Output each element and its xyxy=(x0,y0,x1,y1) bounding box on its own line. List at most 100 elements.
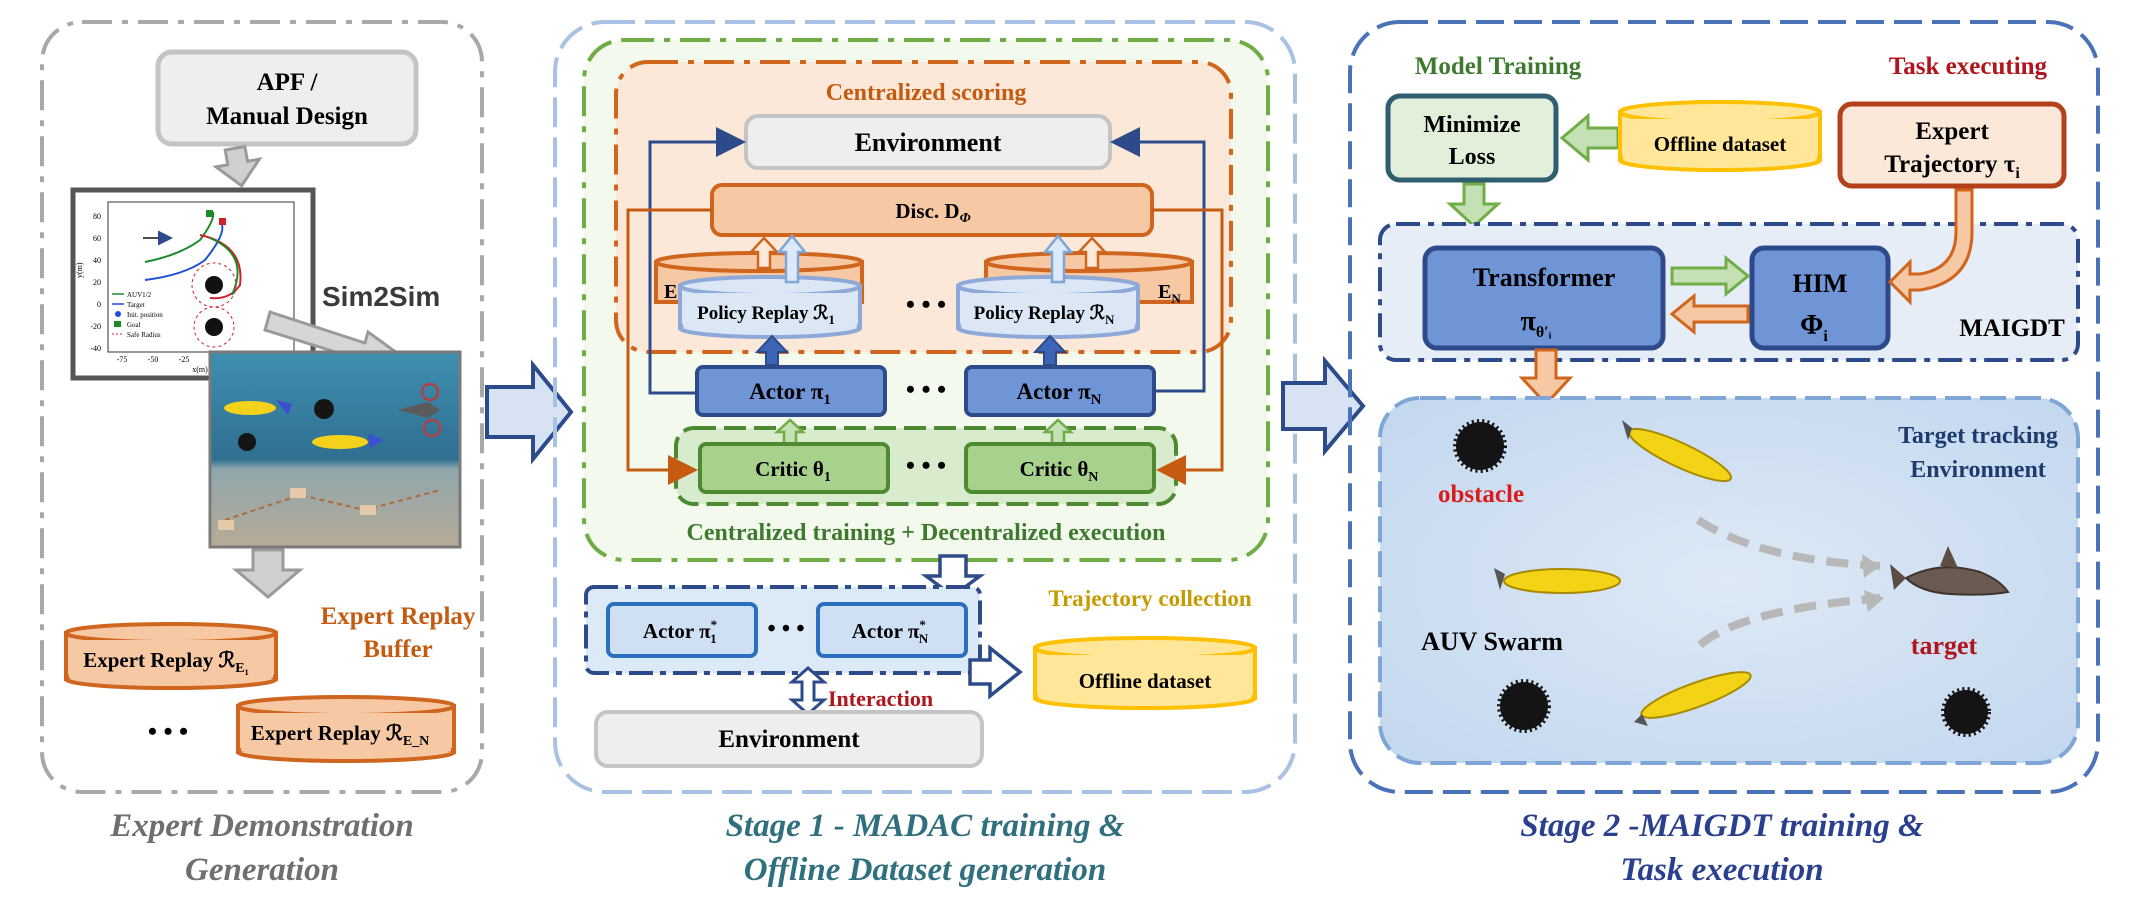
offline-dataset-stage2: Offline dataset xyxy=(1618,100,1822,172)
legend-swatch xyxy=(114,321,121,327)
buoy xyxy=(218,520,234,530)
environment-title-line1: Target tracking xyxy=(1898,423,2058,449)
panel-expert-demonstration: APF / Manual Design 80 60 40 20 0 -20 -4… xyxy=(40,20,484,888)
legend-item: Safe Radius xyxy=(127,331,161,339)
legend-item: AUV1/2 xyxy=(127,291,152,299)
minimize-loss-line2: Loss xyxy=(1449,144,1496,170)
actor-star-n-box xyxy=(816,602,968,658)
discriminator-label: Disc. DΦ xyxy=(895,199,970,226)
apf-manual-design-box xyxy=(155,49,419,147)
seabed-path xyxy=(224,489,441,521)
transformer-box xyxy=(1422,245,1666,351)
environment-bottom-box xyxy=(594,710,984,768)
apf-label-line2: Manual Design xyxy=(206,103,368,130)
target-marker xyxy=(423,419,441,437)
ytick: -40 xyxy=(90,344,101,353)
policy-to-disc-arrow xyxy=(1042,234,1074,284)
him-symbol: Φi xyxy=(1800,310,1828,345)
ytick: 0 xyxy=(97,300,101,309)
auv-image xyxy=(224,401,276,415)
transformer-to-env-arrow xyxy=(1518,348,1574,407)
policy-replay-1: Policy Replay ℛ1 xyxy=(678,275,862,339)
auv-tail xyxy=(1494,568,1505,590)
actor-1-box xyxy=(695,365,887,417)
auv-tail xyxy=(1622,420,1632,440)
environment-title-line2: Environment xyxy=(1910,457,2046,483)
critic-n-label: Critic θN xyxy=(1020,457,1099,485)
obstacle-icon xyxy=(1453,419,1507,473)
minimize-loss-box xyxy=(1385,93,1559,183)
expert-replay-buffer-n: Expert Replay ℛE_N xyxy=(236,695,456,763)
xtick: -75 xyxy=(117,355,128,364)
critic-n-box xyxy=(964,442,1156,494)
model-training-title: Model Training xyxy=(1415,53,1582,80)
yaxis-label: y(m) xyxy=(75,262,84,278)
actor-star-ellipsis: • • • xyxy=(767,616,804,642)
policy-to-disc-arrow xyxy=(776,234,808,284)
safe-radius xyxy=(191,262,237,308)
obstacle-image xyxy=(314,399,334,419)
auv-icon xyxy=(1622,420,1733,483)
obstacle-dot xyxy=(205,318,223,336)
loss-to-transformer-arrow xyxy=(1446,182,1502,229)
obstacle-label: obstacle xyxy=(1438,481,1524,508)
offline-dataset-stage2-label: Offline dataset xyxy=(1654,132,1786,156)
trajectory-collection-label: Trajectory collection xyxy=(1048,586,1251,611)
panel1-caption-line1: Expert Demonstration xyxy=(109,808,413,844)
apf-label-line1: APF / xyxy=(257,69,319,96)
dataset-to-loss-arrow xyxy=(1559,112,1620,164)
policy-replay-ellipsis: • • • xyxy=(906,290,946,319)
shark-fin xyxy=(1940,546,1958,568)
target-path xyxy=(144,224,224,281)
cylinder-top xyxy=(64,622,278,644)
buoy xyxy=(360,505,376,515)
shark-image xyxy=(398,402,440,418)
to-offline-dataset-arrow xyxy=(968,644,1023,700)
auv-body xyxy=(1503,568,1621,594)
disc-criticn-loop xyxy=(1152,208,1224,485)
hidden-expert-letter-right: EN xyxy=(1158,281,1181,306)
obstacle-icon xyxy=(1497,679,1551,733)
scene-down-arrow xyxy=(231,548,305,599)
expert-trajectory-box xyxy=(1837,101,2067,189)
obstacle-image xyxy=(238,433,256,451)
auv-swarm-label: AUV Swarm xyxy=(1421,627,1563,656)
ctde-label: Centralized training + Decentralized exe… xyxy=(687,520,1166,546)
panel3-caption-line1: Stage 2 -MAIGDT training & xyxy=(1520,808,1924,844)
ytick: 40 xyxy=(93,256,101,265)
expert-to-disc-arrow xyxy=(748,236,780,270)
panel3-caption-line2: Task execution xyxy=(1620,852,1823,888)
actor1-env-loop xyxy=(648,127,746,395)
cylinder-top xyxy=(236,695,456,717)
cylinder-top xyxy=(956,275,1140,297)
pursuit-path xyxy=(1697,594,1881,649)
sim2sim-label: Sim2Sim xyxy=(322,281,440,312)
apf-down-arrow xyxy=(212,144,263,188)
plot-frame xyxy=(70,187,316,381)
interaction-label: Interaction xyxy=(828,686,933,711)
transformer-to-him-arrow xyxy=(1670,254,1751,298)
auv-image xyxy=(312,435,368,449)
target-marker xyxy=(421,383,439,401)
him-box xyxy=(1749,245,1891,351)
expert-trajectory-line2: Trajectory τi xyxy=(1884,151,2020,182)
actorn-to-replay-arrow xyxy=(1032,334,1068,366)
buffer-ellipsis: • • • xyxy=(148,717,188,746)
policy-replay-n: Policy Replay ℛN xyxy=(956,275,1140,339)
buoy xyxy=(290,488,306,498)
shark-target-icon xyxy=(1890,546,2010,596)
critic-ellipsis: • • • xyxy=(906,451,946,480)
panel1-caption-line2: Generation xyxy=(185,852,339,888)
critic-1-label: Critic θ1 xyxy=(755,457,831,485)
obstacle-dot xyxy=(205,276,223,294)
auv-icon xyxy=(1494,568,1621,594)
him-to-transformer-arrow xyxy=(1669,292,1750,336)
cylinder-fill xyxy=(69,640,273,678)
expert-buffer-label-line2: Buffer xyxy=(363,636,432,663)
critic-1-box xyxy=(698,442,890,494)
transformer-label: Transformer xyxy=(1473,263,1615,292)
environment-bottom-label: Environment xyxy=(718,726,860,753)
expert-replay-1-label: Expert Replay ℛE₁ xyxy=(83,648,249,676)
pursuit-path xyxy=(1695,516,1881,570)
